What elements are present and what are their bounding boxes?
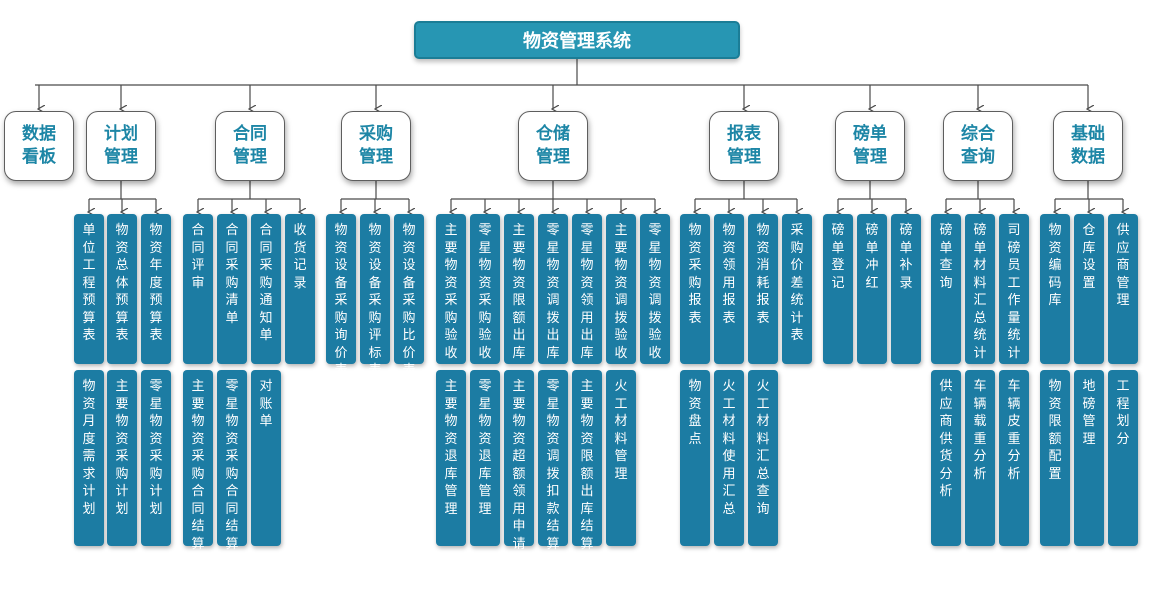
leaf-item: 主要物资限额出库 (504, 214, 534, 364)
leaf-item: 车辆皮重分析 (999, 370, 1029, 546)
leaf-item: 磅单登记 (823, 214, 853, 364)
leaf-item: 零星物资领用出库 (572, 214, 602, 364)
module-label: 综合查询 (961, 124, 995, 167)
leaf-item: 磅单补录 (891, 214, 921, 364)
leaf-item: 物资总体预算表 (107, 214, 137, 364)
module-dashboard: 数据看板 (4, 111, 74, 181)
module-warehouse: 仓储管理 (518, 111, 588, 181)
leaf-item: 物资月度需求计划 (74, 370, 104, 546)
module-label: 报表管理 (727, 124, 761, 167)
leaf-item: 物资消耗报表 (748, 214, 778, 364)
leaf-item: 磅单冲红 (857, 214, 887, 364)
leaf-item: 物资设备采购询价表 (326, 214, 356, 378)
leaf-item: 物资设备采购评标表 (360, 214, 390, 378)
leaf-item: 合同采购通知单 (251, 214, 281, 364)
leaf-item: 零星物资调拨扣款结算 (538, 370, 568, 552)
leaf-item: 物资年度预算表 (141, 214, 171, 364)
leaf-item: 零星物资调拨验收 (640, 214, 670, 364)
leaf-item: 物资限额配置 (1040, 370, 1070, 546)
module-label: 仓储管理 (536, 124, 570, 167)
leaf-item: 主要物资限额出库结算 (572, 370, 602, 552)
leaf-item: 对账单 (251, 370, 281, 546)
leaf-item: 物资盘点 (680, 370, 710, 546)
leaf-item: 火工材料使用汇总 (714, 370, 744, 546)
leaf-item: 采购价差统计表 (782, 214, 812, 364)
leaf-item: 零星物资采购验收 (470, 214, 500, 364)
leaf-item: 车辆载重分析 (965, 370, 995, 546)
leaf-item: 单位工程预算表 (74, 214, 104, 364)
leaf-item: 物资设备采购比价表 (394, 214, 424, 378)
module-basedata: 基础数据 (1053, 111, 1123, 181)
module-label: 基础数据 (1071, 124, 1105, 167)
leaf-item: 合同采购清单 (217, 214, 247, 364)
leaf-item: 供应商管理 (1108, 214, 1138, 364)
leaf-item: 磅单材料汇总统计 (965, 214, 995, 364)
leaf-item: 零星物资采购计划 (141, 370, 171, 546)
leaf-item: 主要物资采购验收 (436, 214, 466, 364)
leaf-item: 仓库设置 (1074, 214, 1104, 364)
module-purchase: 采购管理 (341, 111, 411, 181)
module-label: 磅单管理 (853, 124, 887, 167)
module-report: 报表管理 (709, 111, 779, 181)
module-contract: 合同管理 (215, 111, 285, 181)
leaf-item: 主要物资采购计划 (107, 370, 137, 546)
leaf-item: 零星物资采购合同结算 (217, 370, 247, 552)
module-plan: 计划管理 (86, 111, 156, 181)
leaf-item: 磅单查询 (931, 214, 961, 364)
leaf-item: 物资采购报表 (680, 214, 710, 364)
leaf-item: 火工材料管理 (606, 370, 636, 546)
module-label: 计划管理 (104, 124, 138, 167)
leaf-item: 主要物资调拨验收 (606, 214, 636, 364)
leaf-item: 工程划分 (1108, 370, 1138, 546)
module-weighbill: 磅单管理 (835, 111, 905, 181)
leaf-item: 火工材料汇总查询 (748, 370, 778, 546)
leaf-item: 地磅管理 (1074, 370, 1104, 546)
leaf-item: 收货记录 (285, 214, 315, 364)
leaf-item: 主要物资采购合同结算 (183, 370, 213, 552)
leaf-item: 零星物资退库管理 (470, 370, 500, 546)
leaf-item: 供应商供货分析 (931, 370, 961, 546)
module-query: 综合查询 (943, 111, 1013, 181)
module-label: 数据看板 (22, 124, 56, 167)
leaf-item: 零星物资调拨出库 (538, 214, 568, 364)
leaf-item: 物资领用报表 (714, 214, 744, 364)
leaf-item: 主要物资超额领用申请 (504, 370, 534, 552)
leaf-item: 合同评审 (183, 214, 213, 364)
leaf-item: 司磅员工作量统计 (999, 214, 1029, 364)
module-label: 合同管理 (233, 124, 267, 167)
root-node-title: 物资管理系统 (414, 21, 740, 59)
module-label: 采购管理 (359, 124, 393, 167)
leaf-item: 物资编码库 (1040, 214, 1070, 364)
leaf-item: 主要物资退库管理 (436, 370, 466, 546)
